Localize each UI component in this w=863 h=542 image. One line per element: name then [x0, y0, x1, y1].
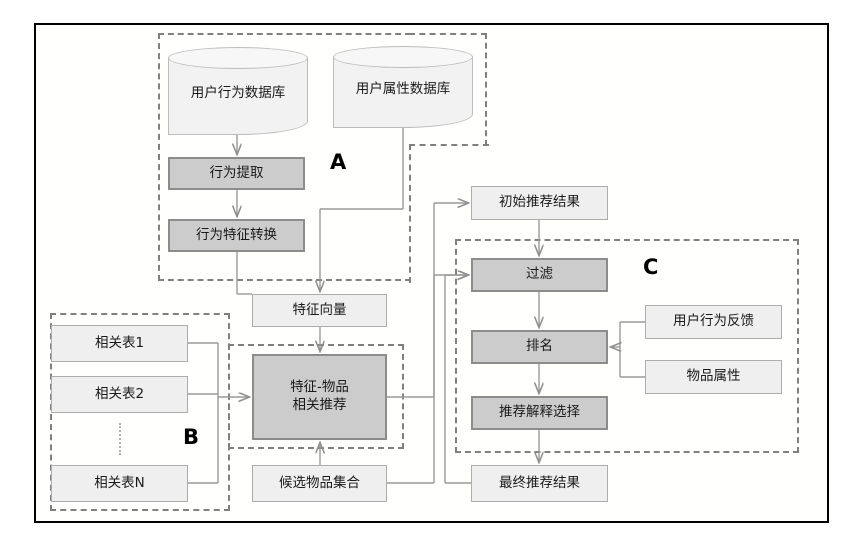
group-c-label: C: [643, 255, 659, 279]
node-ranking[interactable]: 排名: [471, 330, 608, 364]
node-feature-item-recommend-line2: 相关推荐: [292, 397, 347, 413]
group-a-boundary-right: [409, 33, 487, 146]
user-attribute-db-cylinder: 用户属性数据库: [333, 46, 473, 128]
node-relation-table-2[interactable]: 相关表2: [51, 376, 188, 413]
node-initial-recommend-result[interactable]: 初始推荐结果: [471, 186, 608, 220]
cylinder-top-ellipse: [168, 47, 308, 69]
node-relation-table-1[interactable]: 相关表1: [51, 325, 188, 362]
group-a-label: A: [330, 150, 347, 174]
group-c-boundary: [455, 239, 799, 453]
node-behavior-feature-transform[interactable]: 行为特征转换: [168, 219, 305, 252]
group-a-boundary-step: [409, 144, 411, 283]
user-behavior-db-cylinder: 用户行为数据库: [168, 47, 308, 135]
cylinder-body: [333, 57, 473, 128]
group-a-boundary-left: [158, 33, 411, 281]
node-behavior-extraction[interactable]: 行为提取: [168, 157, 305, 190]
cylinder-body: [168, 58, 308, 135]
node-feature-vector[interactable]: 特征向量: [252, 294, 387, 327]
user-attribute-db-label: 用户属性数据库: [355, 81, 451, 97]
node-filter[interactable]: 过滤: [471, 258, 608, 292]
node-recommend-explanation-selection[interactable]: 推荐解释选择: [471, 396, 608, 430]
cylinder-top-ellipse: [333, 46, 473, 68]
node-final-recommend-result[interactable]: 最终推荐结果: [471, 465, 608, 502]
node-feature-item-recommend-line1: 特征-物品: [290, 379, 349, 396]
node-item-attribute[interactable]: 物品属性: [645, 360, 782, 394]
node-feature-item-recommend[interactable]: 特征-物品 相关推荐: [252, 354, 387, 440]
group-b-label: B: [183, 425, 200, 449]
relation-table-ellipsis: [119, 423, 121, 455]
user-behavior-db-label: 用户行为数据库: [190, 85, 286, 101]
node-relation-table-n[interactable]: 相关表N: [51, 465, 188, 502]
node-candidate-item-set[interactable]: 候选物品集合: [252, 465, 387, 502]
node-user-behavior-feedback[interactable]: 用户行为反馈: [645, 305, 782, 339]
group-a-boundary-right-bottom: [409, 144, 489, 146]
